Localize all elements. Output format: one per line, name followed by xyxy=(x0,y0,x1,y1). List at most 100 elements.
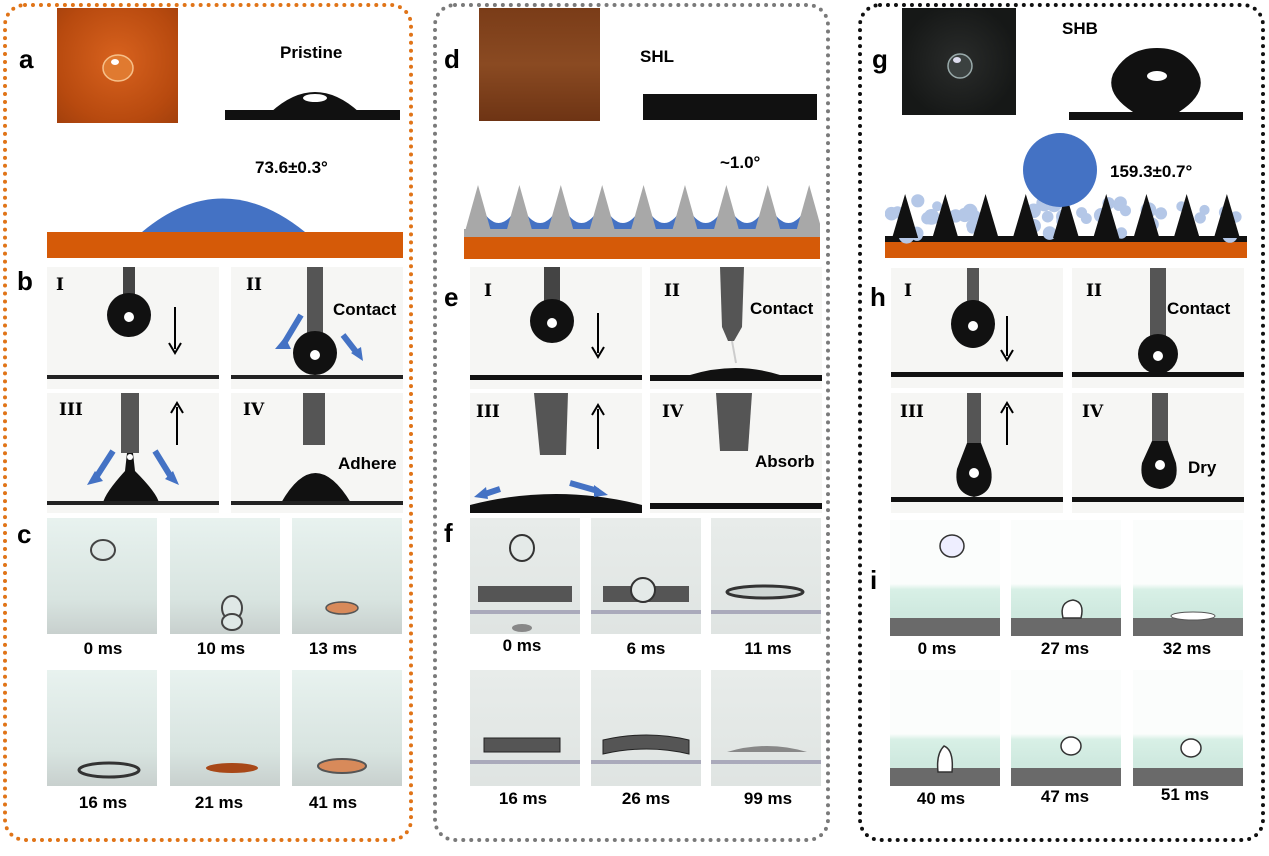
step-h-3: III xyxy=(900,402,924,422)
frame-f-6 xyxy=(711,670,821,786)
frame-h-4 xyxy=(1072,393,1244,513)
shb-particle xyxy=(921,212,934,225)
frame-c-2 xyxy=(170,518,280,634)
frame-b-3 xyxy=(47,393,219,513)
step-b-4: IV xyxy=(243,400,265,420)
shb-particle xyxy=(885,206,899,221)
frame-c-6 xyxy=(292,670,402,786)
contact-label-h: Contact xyxy=(1167,299,1231,318)
frame-b-1 xyxy=(47,267,219,389)
frame-e-3 xyxy=(470,393,642,513)
shb-spike xyxy=(1053,194,1079,238)
step-e-3: III xyxy=(476,402,500,422)
label-a: a xyxy=(19,44,34,74)
shl-spike xyxy=(629,185,658,235)
time-f-6: 99 ms xyxy=(743,789,793,808)
label-f: f xyxy=(444,518,453,548)
photo-shb-droplet xyxy=(902,8,1016,115)
time-f-4: 16 ms xyxy=(498,789,548,808)
shb-droplet xyxy=(1023,133,1097,207)
frame-c-1 xyxy=(47,518,157,634)
time-c-6: 41 ms xyxy=(308,793,358,812)
end-label-b: Adhere xyxy=(338,454,397,473)
frame-f-3 xyxy=(711,518,821,634)
frame-f-2 xyxy=(591,518,701,634)
label-i: i xyxy=(870,565,878,595)
shl-spike xyxy=(795,185,820,235)
contact-label-e: Contact xyxy=(750,299,814,318)
step-e-2: II xyxy=(664,281,680,301)
frame-e-2 xyxy=(650,267,822,389)
time-f-2: 6 ms xyxy=(626,639,666,658)
frame-c-4 xyxy=(47,670,157,786)
frame-i-3 xyxy=(1133,520,1243,636)
label-e: e xyxy=(444,282,459,312)
frame-h-1 xyxy=(891,268,1063,388)
angle-shl: ~1.0° xyxy=(720,153,761,172)
label-d: d xyxy=(444,44,460,74)
shb-particle xyxy=(932,201,943,212)
schematic-shb xyxy=(885,133,1247,258)
shb-spike xyxy=(1012,194,1039,238)
step-b-1: I xyxy=(56,275,64,295)
profile-shl xyxy=(643,94,817,122)
schematic-shl xyxy=(464,185,820,259)
step-h-4: IV xyxy=(1082,402,1104,422)
step-b-2: II xyxy=(246,275,262,295)
step-e-1: I xyxy=(484,281,492,301)
frame-f-1 xyxy=(470,518,580,634)
profile-pristine xyxy=(225,92,400,120)
shb-spike xyxy=(892,194,919,238)
time-c-3: 13 ms xyxy=(308,639,358,658)
profile-shb xyxy=(1069,48,1243,120)
shb-particle xyxy=(1113,199,1125,211)
frame-i-1 xyxy=(890,520,1000,636)
end-label-e: Absorb xyxy=(755,452,815,471)
angle-shb: 159.3±0.7° xyxy=(1110,162,1193,181)
time-c-1: 0 ms xyxy=(83,639,123,658)
shl-spike xyxy=(670,185,699,235)
time-c-2: 10 ms xyxy=(196,639,246,658)
frame-c-3 xyxy=(292,518,402,634)
label-g: g xyxy=(872,44,888,74)
time-i-2: 27 ms xyxy=(1040,639,1090,658)
shb-particle xyxy=(1042,226,1057,240)
shl-spike xyxy=(588,185,617,235)
label-h: h xyxy=(870,282,886,312)
schematic-pristine xyxy=(47,198,403,258)
label-b: b xyxy=(17,266,33,296)
shl-spike xyxy=(546,185,575,235)
shb-spike xyxy=(972,194,999,238)
time-f-3: 11 ms xyxy=(744,639,792,658)
time-i-3: 32 ms xyxy=(1162,639,1212,658)
shb-particle xyxy=(1194,212,1206,224)
contact-label-b: Contact xyxy=(333,300,397,319)
shl-spike xyxy=(505,185,534,235)
step-h-1: I xyxy=(904,281,912,301)
time-i-4: 40 ms xyxy=(916,789,966,808)
shb-particle xyxy=(1154,207,1168,220)
photo-pristine-droplet xyxy=(57,8,178,123)
shl-spike xyxy=(712,185,741,235)
shl-spike xyxy=(464,185,492,235)
time-c-5: 21 ms xyxy=(194,793,244,812)
frame-h-3 xyxy=(891,393,1063,513)
label-c: c xyxy=(17,519,32,549)
state-label-shl: SHL xyxy=(640,47,674,66)
time-i-6: 51 ms xyxy=(1160,785,1210,804)
frame-b-2 xyxy=(231,267,403,389)
shl-spike xyxy=(753,185,782,235)
panel-pristine-border xyxy=(3,3,413,842)
panel-shl-border xyxy=(433,3,830,842)
frame-i-2 xyxy=(1011,520,1121,636)
frame-i-6 xyxy=(1133,670,1243,786)
shb-spike xyxy=(932,194,959,238)
frame-i-5 xyxy=(1011,670,1121,786)
shb-particle xyxy=(1199,204,1210,216)
shb-particle xyxy=(1041,210,1054,223)
shb-spike xyxy=(1213,194,1240,238)
shb-spike xyxy=(1093,194,1120,238)
step-b-3: III xyxy=(59,400,83,420)
end-label-h: Dry xyxy=(1188,458,1217,477)
panel-shb-border xyxy=(858,3,1265,842)
